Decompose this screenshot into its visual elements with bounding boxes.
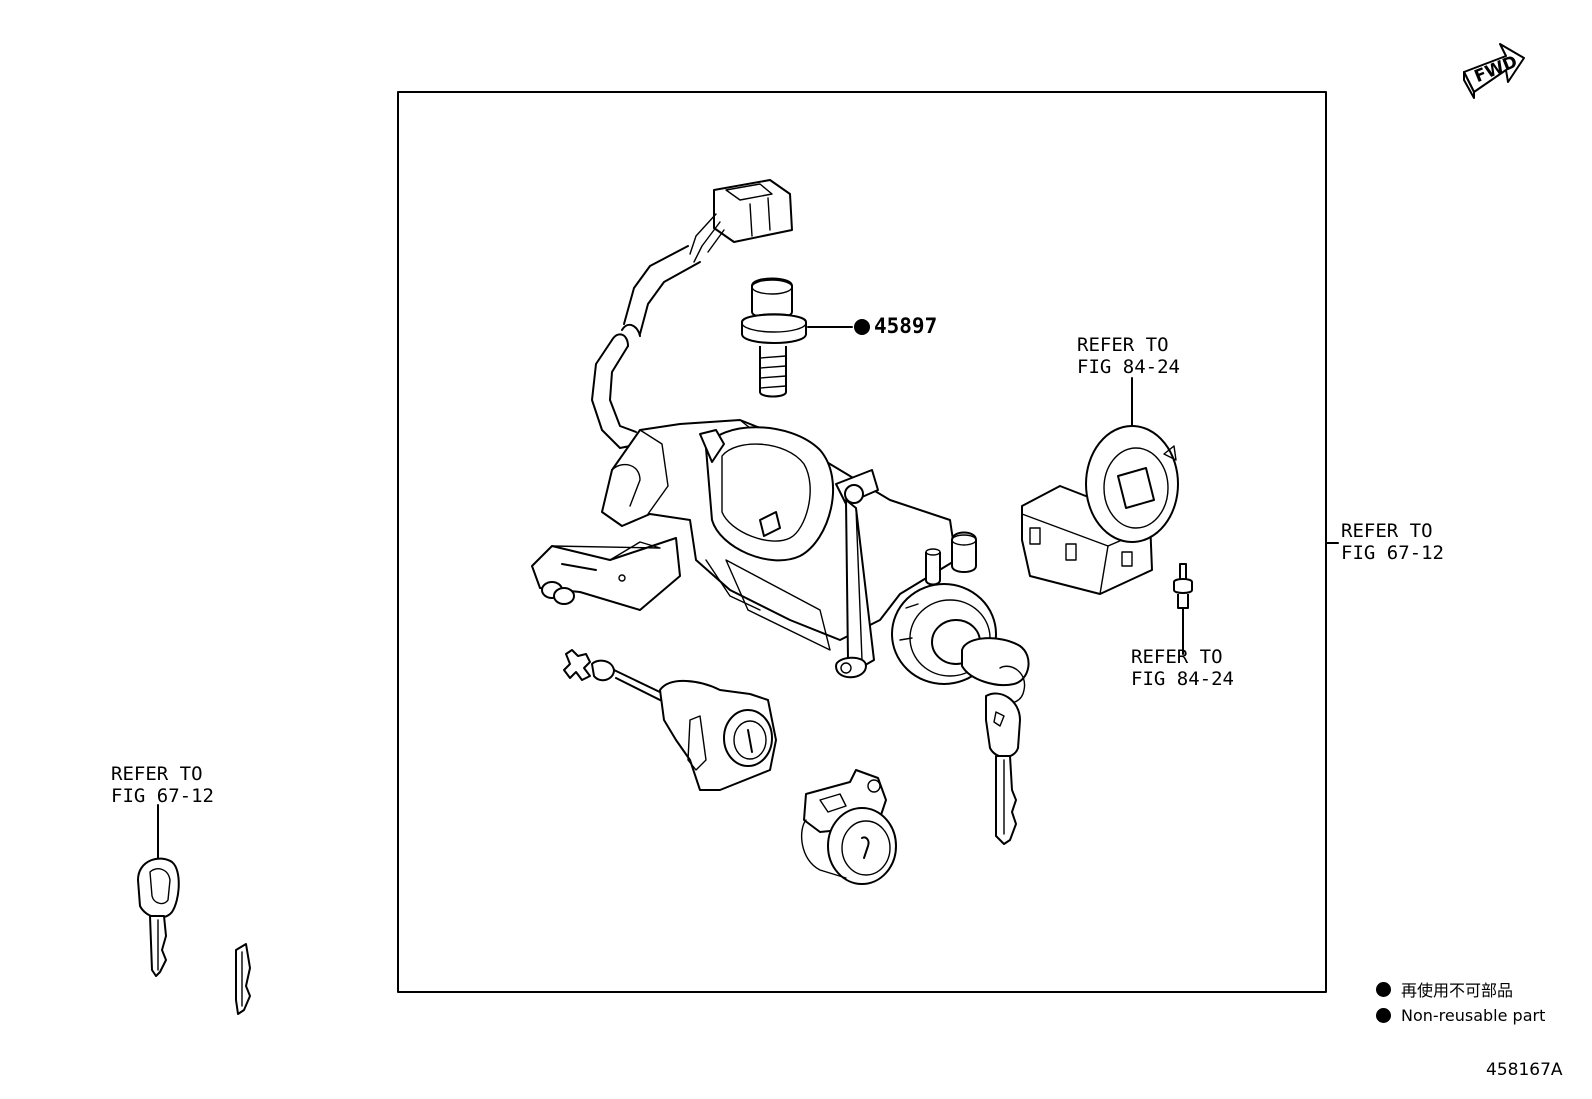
refer-line2: FIG 84-24 [1077,356,1180,378]
part-number-label: 45897 [874,314,938,338]
refer-line1: REFER TO [1341,520,1433,542]
refer-line2: FIG 67-12 [1341,542,1444,564]
illustration-id: 458167A [1486,1060,1563,1080]
non-reusable-dot-icon [1376,981,1391,997]
non-reusable-bolt [741,277,870,398]
key-blank [235,943,251,1015]
legend-row-jp: 再使用不可部品 [1376,976,1545,1002]
lock-cylinder-small [800,769,897,885]
transponder-key-amplifier [1021,377,1179,595]
ignition-key [961,637,1030,845]
refer-to-label-lower: REFER TO FIG 84-24 [1131,646,1234,690]
small-screw [1173,563,1193,655]
refer-to-label-left: REFER TO FIG 67-12 [111,763,214,807]
refer-line1: REFER TO [1131,646,1223,668]
non-reusable-dot-icon [1376,1007,1391,1023]
refer-to-label-upper: REFER TO FIG 84-24 [1077,334,1180,378]
fwd-arrow-icon: FWD [1463,43,1525,99]
door-lock-cylinder [563,649,777,791]
refer-line1: REFER TO [111,763,203,785]
svg-text:FWD: FWD [1472,52,1521,87]
legend-text-jp: 再使用不可部品 [1401,981,1514,1000]
legend: 再使用不可部品 Non-reusable part [1376,976,1545,1028]
refer-to-label-right: REFER TO FIG 67-12 [1341,520,1444,564]
refer-line1: REFER TO [1077,334,1169,356]
legend-row-en: Non-reusable part [1376,1002,1545,1028]
non-reusable-dot-icon [854,319,870,335]
legend-text-en: Non-reusable part [1401,1005,1546,1025]
refer-line2: FIG 67-12 [111,785,214,807]
spare-key [137,804,180,977]
refer-line2: FIG 84-24 [1131,668,1234,690]
wire-harness-connector [591,179,793,449]
ignition-switch-housing [531,419,997,685]
